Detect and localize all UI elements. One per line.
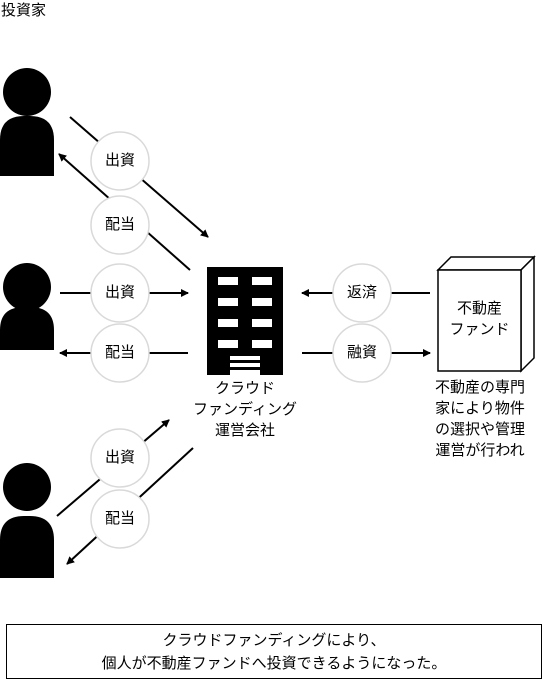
circle-dividend-3	[90, 489, 150, 549]
circle-repay	[332, 263, 392, 323]
label-invest-3: 出資	[104, 448, 135, 466]
circle-dividend-2	[90, 323, 150, 383]
label-finance: 融資	[346, 343, 377, 361]
investor-1-icon	[0, 68, 54, 176]
circle-finance	[332, 323, 392, 383]
fund-description-line-3: の選択や管理	[434, 420, 525, 438]
caption-box	[6, 624, 542, 679]
label-dividend-2: 配当	[104, 343, 135, 361]
fund-label-line-2: ファンド	[449, 320, 510, 338]
fund-description-line-4: 運営が行われ	[435, 441, 525, 459]
company-label-line-3: 運営会社	[214, 421, 275, 439]
circle-invest-3	[90, 428, 150, 488]
fund-description: 不動産の専門 家により物件 の選択や管理 運営が行われ	[415, 377, 545, 461]
fund-description-line-1: 不動産の専門	[434, 378, 525, 396]
fund-description-line-2: 家により物件	[435, 399, 525, 417]
label-invest-2: 出資	[104, 283, 135, 301]
investor-3-icon	[0, 463, 54, 578]
circle-invest-2	[90, 263, 150, 323]
label-repay: 返済	[346, 283, 377, 301]
fund-label: 不動産 ファンド	[438, 298, 521, 340]
label-invest-1: 出資	[104, 151, 135, 169]
building-icon	[207, 267, 283, 375]
company-label: クラウド ファンディング 運営会社	[160, 378, 330, 441]
label-dividend-3: 配当	[104, 509, 135, 527]
caption-line-2: 個人が不動産ファンドへ投資できるようになった。	[101, 654, 447, 672]
label-dividend-1: 配当	[104, 215, 135, 233]
fund-box-icon	[436, 255, 536, 373]
circle-dividend-1	[90, 195, 150, 255]
circle-invest-1	[90, 131, 150, 191]
company-label-line-2: ファンディング	[193, 400, 297, 418]
company-label-line-1: クラウド	[214, 379, 275, 397]
caption-line-1: クラウドファンディングにより、	[162, 631, 386, 649]
investors-title: 投資家	[1, 1, 47, 19]
investor-2-icon	[0, 263, 54, 350]
fund-label-line-1: 不動産	[456, 299, 502, 317]
